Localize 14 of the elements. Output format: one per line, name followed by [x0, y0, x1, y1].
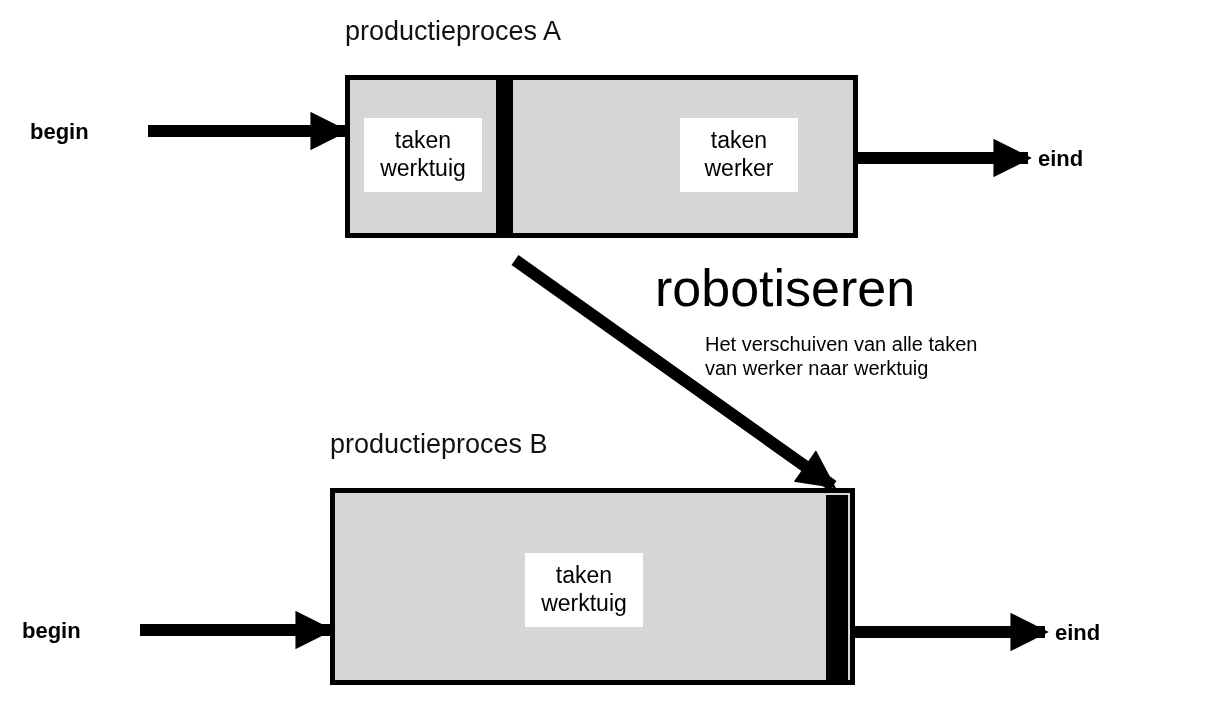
- title-label: robotiseren: [655, 262, 916, 314]
- arrow: [855, 612, 1049, 652]
- endpoint-label: eind: [1038, 142, 1108, 174]
- endpoint-label: begin: [22, 614, 112, 646]
- endpoint-label: eind: [1055, 616, 1125, 648]
- arrow: [858, 138, 1032, 178]
- task-label: taken werktuig: [525, 553, 643, 627]
- process-heading: productieproces A: [345, 15, 562, 48]
- description-text: Het verschuiven van alle taken van werker naar werktuig: [705, 332, 979, 380]
- divider-bar: [826, 495, 848, 680]
- endpoint-label: begin: [30, 115, 120, 147]
- task-label: taken werktuig: [364, 118, 482, 192]
- task-label: taken werker: [680, 118, 798, 192]
- process-heading: productieproces B: [330, 428, 548, 461]
